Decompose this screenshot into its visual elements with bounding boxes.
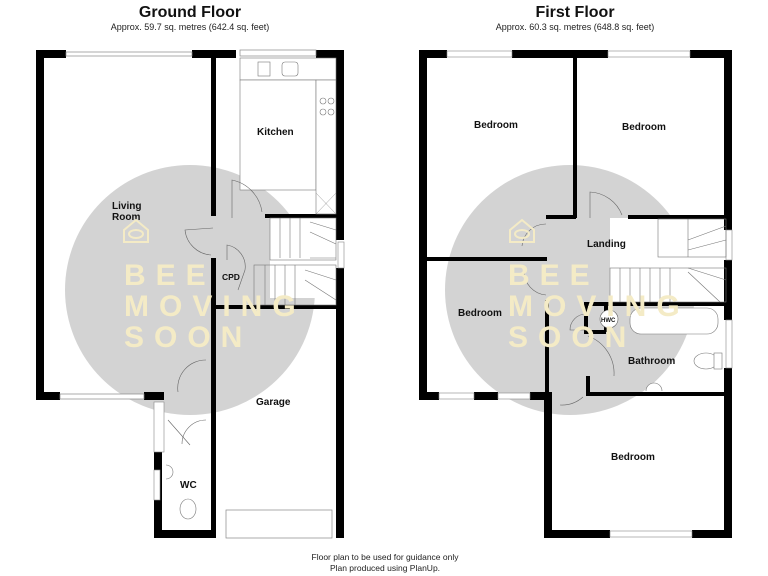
first-floor-area: Approx. 60.3 sq. metres (648.8 sq. feet) (495, 22, 655, 32)
garage-door (225, 509, 333, 539)
label-kitchen: Kitchen (257, 127, 294, 138)
hwc-tank (599, 309, 619, 329)
footer-line2: Plan produced using PlanUp. (329, 563, 441, 573)
watermark-line1: BEE (124, 259, 216, 292)
house-bee-icon (509, 218, 535, 243)
bathtub-icon (629, 307, 719, 335)
watermark-line2: MOVING (124, 290, 306, 323)
watermark-line3-first: SOON (508, 321, 636, 354)
label-bedroom-1: Bedroom (474, 120, 518, 131)
ground-floor-plan: Living Room Kitchen CPD Garage WC BEE MO… (36, 49, 345, 539)
ground-floor-area: Approx. 59.7 sq. metres (642.4 sq. feet) (110, 22, 270, 32)
watermark-line1-first: BEE (508, 259, 600, 292)
basin-icon (165, 464, 174, 480)
label-hwc: HWC (601, 318, 616, 324)
footer: Floor plan to be used for guidance only … (250, 552, 520, 574)
label-bedroom-3: Bedroom (458, 308, 502, 319)
basin-icon (645, 382, 663, 392)
ground-floor-title: Ground Floor (138, 4, 242, 21)
label-landing: Landing (587, 239, 626, 250)
label-garage: Garage (256, 397, 291, 408)
first-floor-title: First Floor (535, 4, 615, 21)
staircase-ground (253, 217, 337, 306)
label-bedroom-4: Bedroom (611, 452, 655, 463)
footer-line1: Floor plan to be used for guidance only (311, 552, 459, 562)
label-living-2: Room (112, 212, 140, 223)
label-wc: WC (180, 480, 197, 491)
staircase-first (609, 218, 727, 303)
door-cpd (226, 244, 246, 291)
house-bee-icon (123, 218, 149, 243)
door-living (184, 227, 214, 256)
label-bathroom: Bathroom (628, 356, 675, 367)
first-floor-plan: HWC Bedroom Bedroom Landing Bedroom Bath… (419, 50, 733, 538)
label-bedroom-2: Bedroom (622, 122, 666, 133)
sink-icon (281, 61, 299, 77)
watermark-line3: SOON (124, 321, 252, 354)
toilet-icon (179, 498, 197, 520)
label-cpd: CPD (222, 272, 240, 282)
watermark-line2-first: MOVING (508, 290, 690, 323)
door-kitchen (231, 179, 263, 218)
label-living-1: Living (112, 201, 141, 212)
